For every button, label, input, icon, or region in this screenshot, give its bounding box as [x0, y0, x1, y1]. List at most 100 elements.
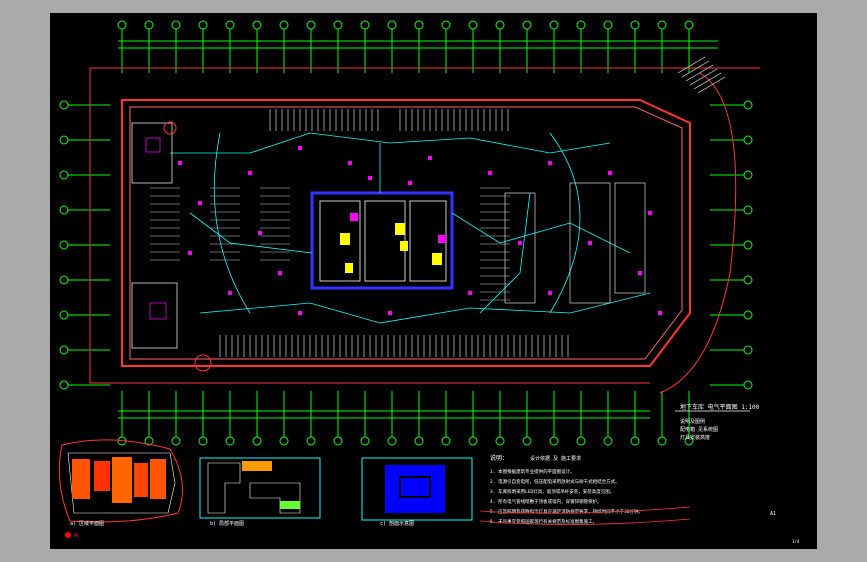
axis-bubble	[414, 20, 424, 30]
axis-bubble	[306, 436, 316, 446]
axis-bubble	[743, 345, 753, 355]
axis-bubble	[549, 436, 559, 446]
axis-bubble	[306, 20, 316, 30]
device-symbol	[608, 171, 612, 175]
axis-bubble	[360, 20, 370, 30]
axis-bubble	[59, 275, 69, 285]
axis-bubble	[522, 436, 532, 446]
axis-bubble	[252, 20, 262, 30]
axis-bubble	[279, 436, 289, 446]
axis-bubble	[630, 436, 640, 446]
axis-bubble	[441, 20, 451, 30]
axis-bubble	[522, 20, 532, 30]
axis-bubble	[59, 240, 69, 250]
axis-bubble	[743, 310, 753, 320]
axis-bubble	[495, 20, 505, 30]
device-symbol	[298, 311, 302, 315]
axis-bubble	[743, 135, 753, 145]
legend-line-3: 灯具安装高度	[680, 434, 710, 441]
axis-bubble	[59, 310, 69, 320]
device-symbol	[178, 161, 182, 165]
device-symbol	[468, 291, 472, 295]
device-symbol	[198, 201, 202, 205]
axis-bubble	[684, 20, 694, 30]
sheet-corner-text: A1	[770, 511, 776, 517]
axis-bubble	[743, 170, 753, 180]
note-line: 5. 应急照明及疏散指示灯具应满足消防规范要求，持续时间不小于30分钟。	[490, 508, 643, 515]
axis-bubble	[468, 436, 478, 446]
inset-section[interactable]: c) 剖面示意图	[361, 457, 473, 527]
note-line: 2. 电源引自变电所，低压配电采用放射式与树干式相结合方式。	[490, 478, 620, 485]
axis-bubble	[414, 436, 424, 446]
device-symbol	[548, 291, 552, 295]
title-annotation: 地下车库 电气平面图 1:100 说明及图例 配电箱 见系统图 灯具安装高度	[675, 403, 760, 441]
ramp-top-right	[677, 56, 726, 94]
device-symbol	[408, 181, 412, 185]
stamp-dot	[65, 532, 71, 538]
right-axis-bubbles	[710, 100, 753, 390]
right-stalls	[504, 182, 646, 304]
axis-bubble	[743, 380, 753, 390]
inset-mid-label: b) 局部平面图	[210, 520, 244, 527]
axis-bubble	[576, 20, 586, 30]
axis-bubble	[468, 20, 478, 30]
inset-right-label: c) 剖面示意图	[380, 520, 414, 527]
axis-bubble	[603, 20, 613, 30]
general-notes: 说明： 设计依据 及 施工要求 1. 本图根据建筑专业提供的平面图设计。 2. …	[479, 454, 691, 525]
legend-line-1: 说明及图例	[680, 418, 705, 425]
marker-circle	[194, 354, 212, 372]
inset-detail-plan[interactable]: b) 局部平面图	[199, 457, 321, 527]
parking-stalls-top	[269, 109, 509, 131]
axis-bubble	[333, 436, 343, 446]
top-dimension-lines	[118, 40, 718, 49]
device-symbol	[658, 311, 662, 315]
axis-bubble	[657, 20, 667, 30]
axis-bubble	[387, 436, 397, 446]
note-line: 4. 所有电气管线暗敷于顶板或墙内，穿镀锌钢管保护。	[490, 498, 602, 505]
axis-bubble	[59, 100, 69, 110]
axis-bubble	[252, 436, 262, 446]
axis-bubble	[198, 20, 208, 30]
axis-bubble	[225, 20, 235, 30]
device-symbol	[278, 271, 282, 275]
axis-bubble	[603, 436, 613, 446]
axis-bubble	[59, 135, 69, 145]
axis-bubble	[171, 436, 181, 446]
electrical-devices	[178, 146, 662, 315]
device-symbol	[548, 161, 552, 165]
note-line: 6. 未尽事宜参照国家现行有关规范及标准图集施工。	[490, 518, 597, 525]
top-axis-bubbles	[117, 20, 694, 30]
axis-bubble	[59, 345, 69, 355]
inset-left-label: a) 区域平面图	[70, 520, 104, 527]
axis-bubble	[743, 205, 753, 215]
axis-bubble	[117, 20, 127, 30]
axis-bubble	[360, 436, 370, 446]
device-symbol	[248, 171, 252, 175]
axis-bubble	[387, 20, 397, 30]
drawing-title: 地下车库 电气平面图 1:100	[680, 403, 760, 411]
notes-subtitle: 设计依据 及 施工要求	[530, 455, 581, 462]
axis-bubble	[59, 205, 69, 215]
parking-stalls-bottom	[219, 335, 569, 357]
note-line: 1. 本图根据建筑专业提供的平面图设计。	[490, 468, 575, 475]
axis-bubble	[630, 20, 640, 30]
left-axis-bubbles	[59, 100, 110, 390]
device-symbol	[228, 291, 232, 295]
notes-title: 说明：	[490, 454, 508, 462]
parking-stalls-middle	[150, 187, 510, 301]
inset-region-map[interactable]: a) 区域平面图 PE	[58, 439, 183, 538]
axis-bubble	[743, 275, 753, 285]
device-symbol	[638, 271, 642, 275]
axis-bubble	[59, 380, 69, 390]
axis-bubble	[59, 170, 69, 180]
page-number: 1/4	[792, 539, 800, 544]
legend-line-2: 配电箱 见系统图	[680, 426, 718, 433]
marker-circle	[163, 121, 177, 135]
axis-bubble	[657, 436, 667, 446]
bottom-axis-bubbles	[117, 410, 694, 446]
electrical-wiring	[170, 132, 651, 324]
axis-bubble	[198, 436, 208, 446]
cad-drawing-sheet[interactable]: 地下车库 电气平面图 1:100 说明及图例 配电箱 见系统图 灯具安装高度 a…	[50, 13, 817, 549]
cad-canvas[interactable]: 地下车库 电气平面图 1:100 说明及图例 配电箱 见系统图 灯具安装高度 a…	[50, 13, 817, 549]
device-symbol	[488, 171, 492, 175]
